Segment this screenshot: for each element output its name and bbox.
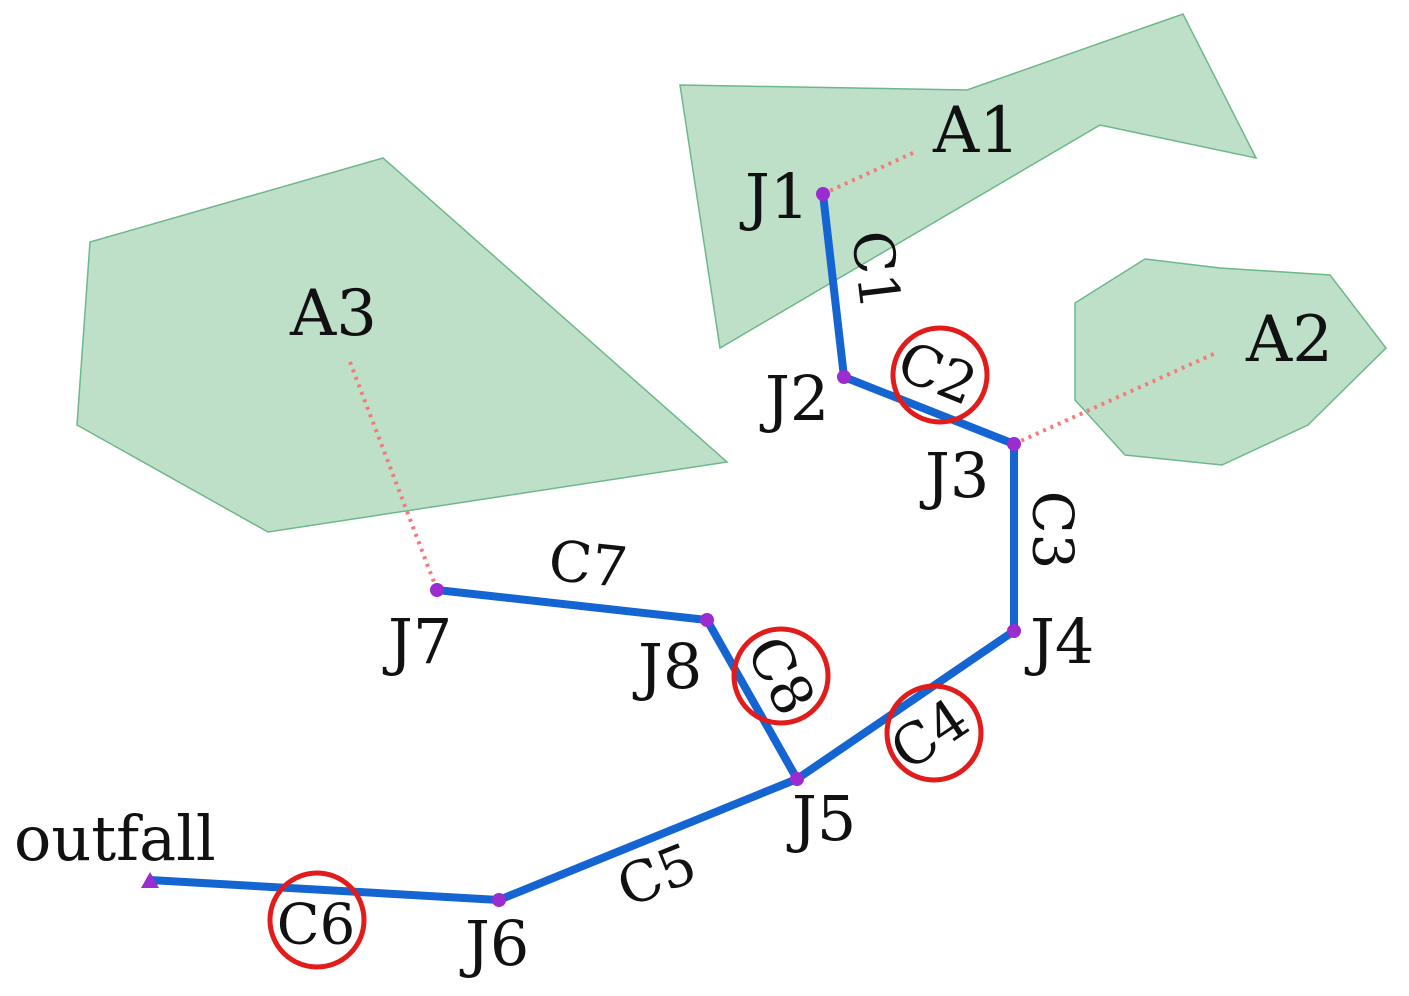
conduit-c5[interactable]	[495, 775, 801, 904]
conduit-c7[interactable]	[433, 586, 711, 624]
junction-j3-purple-dot-icon[interactable]	[1007, 437, 1021, 451]
junction-j7-purple-dot-icon[interactable]	[430, 583, 444, 597]
conduit-c6[interactable]	[146, 876, 503, 904]
subcatchment-label-a2: A2	[1245, 303, 1333, 377]
junction-j2-purple-dot-icon[interactable]	[837, 370, 851, 384]
subcatchment-a1-polygon[interactable]	[679, 13, 1258, 350]
node-labels-layer: J1 J2 J3 J4 J5 J6 J7 J8 outfall	[14, 160, 1094, 980]
junction-label-j5: J5	[786, 782, 856, 855]
highlight-c2-red-circle-icon	[890, 325, 990, 425]
highlight-c8-red-circle-icon	[731, 626, 831, 726]
junction-label-j1: J1	[739, 160, 809, 233]
junction-j5-purple-dot-icon[interactable]	[790, 772, 804, 786]
junction-j6-purple-dot-icon[interactable]	[492, 893, 506, 907]
outfall-label: outfall	[14, 802, 216, 875]
conduits-layer	[146, 190, 1018, 904]
junction-j1-purple-dot-icon[interactable]	[816, 187, 830, 201]
subcatchment-label-a3: A3	[289, 277, 377, 351]
junction-label-j7: J7	[382, 605, 452, 678]
conduit-label-c1: C1	[838, 227, 912, 313]
subcatchments-layer	[76, 13, 1387, 533]
subcatchment-links-layer	[348, 150, 1219, 591]
conduit-c4[interactable]	[793, 627, 1018, 783]
conduit-c2[interactable]	[840, 373, 1018, 448]
link-a3-j7	[348, 361, 439, 591]
junction-label-j2: J2	[759, 362, 829, 435]
subcatchment-a2-polygon[interactable]	[1074, 258, 1387, 466]
subcatchment-label-a1: A1	[932, 94, 1020, 168]
subcatchment-a3-polygon[interactable]	[76, 157, 729, 533]
highlights-layer	[267, 325, 990, 970]
junction-label-j4: J4	[1024, 605, 1094, 678]
highlight-c6-red-circle-icon	[267, 870, 367, 970]
conduit-label-c6: C6	[277, 893, 355, 958]
conduit-label-c3: C3	[1020, 491, 1085, 569]
conduit-c1[interactable]	[819, 190, 848, 381]
junction-label-j6: J6	[459, 907, 529, 980]
junction-j4-purple-dot-icon[interactable]	[1007, 624, 1021, 638]
junction-label-j3: J3	[919, 439, 989, 512]
outfall-purple-triangle-icon[interactable]	[141, 872, 159, 888]
link-a2-j3	[1013, 350, 1219, 446]
conduit-label-c7: C7	[546, 529, 631, 602]
junction-label-j8: J8	[632, 630, 702, 703]
conduit-c8[interactable]	[703, 616, 801, 783]
highlight-c4-red-circle-icon	[884, 683, 984, 783]
link-a1-j1	[822, 150, 916, 196]
subcatchment-labels-layer: A1 A2 A3	[289, 94, 1333, 377]
junction-j8-purple-dot-icon[interactable]	[700, 613, 714, 627]
conduit-label-c5: C5	[608, 831, 705, 921]
junctions-layer	[141, 187, 1021, 907]
